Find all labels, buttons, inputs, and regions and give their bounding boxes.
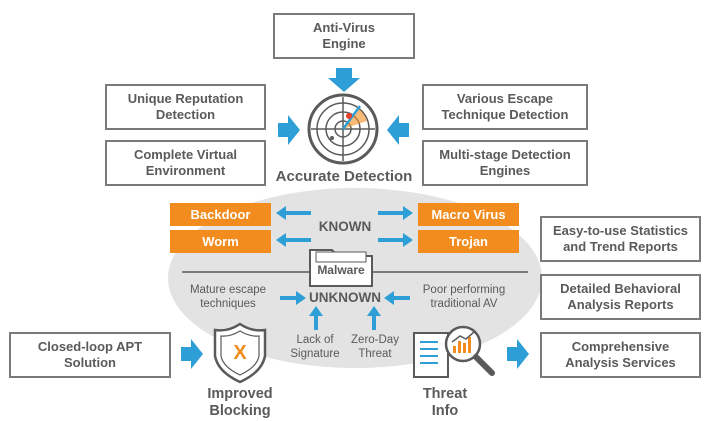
trojan-label: Trojan xyxy=(448,234,488,249)
comprehensive-box: Comprehensive Analysis Services xyxy=(540,332,701,378)
zero-day-label: Zero-Day Threat xyxy=(351,334,399,360)
arrow-to-trojan xyxy=(378,233,413,247)
closed-loop-box: Closed-loop APT Solution xyxy=(9,332,171,378)
arrow-from-lack-signature xyxy=(309,306,323,330)
arrows-top xyxy=(278,68,409,145)
anti-virus-engine-box: Anti-Virus Engine xyxy=(273,13,415,59)
threat-info-label: Threat Info xyxy=(422,386,468,419)
shield-x-mark: X xyxy=(233,342,247,364)
arrow-closed-loop xyxy=(181,339,203,369)
worm-label: Worm xyxy=(202,234,239,249)
accurate-detection-label: Accurate Detection xyxy=(275,168,413,185)
complete-virtual-label: Complete Virtual Environment xyxy=(133,147,238,178)
backdoor-box: Backdoor xyxy=(170,203,271,226)
malware-folder-label: Malware xyxy=(317,263,365,277)
behavioral-label: Detailed Behavioral Analysis Reports xyxy=(560,281,681,312)
unique-reputation-box: Unique Reputation Detection xyxy=(105,84,266,130)
arrow-from-mature-escape xyxy=(280,291,306,305)
arrow-from-poor-av xyxy=(384,291,410,305)
backdoor-label: Backdoor xyxy=(190,207,251,222)
arrows-malware xyxy=(276,206,413,330)
closed-loop-label: Closed-loop APT Solution xyxy=(37,339,143,370)
mature-escape-label: Mature escape techniques xyxy=(189,284,267,310)
multi-stage-label: Multi-stage Detection Engines xyxy=(439,147,571,178)
various-escape-box: Various Escape Technique Detection xyxy=(422,84,588,130)
arrow-to-worm xyxy=(276,233,311,247)
complete-virtual-box: Complete Virtual Environment xyxy=(105,140,266,186)
behavioral-box: Detailed Behavioral Analysis Reports xyxy=(540,274,701,320)
magnifier-report-icon xyxy=(413,325,495,378)
radar-icon xyxy=(307,93,379,165)
arrow-to-backdoor xyxy=(276,206,311,220)
improved-blocking-label: Improved Blocking xyxy=(207,386,273,419)
anti-virus-engine-label: Anti-Virus Engine xyxy=(313,20,375,51)
arrow-down-antivirus xyxy=(328,68,360,92)
statistics-label: Easy-to-use Statistics and Trend Reports xyxy=(552,223,689,254)
folder-icon xyxy=(309,249,373,287)
trojan-box: Trojan xyxy=(418,230,519,253)
arrow-right-reputation xyxy=(278,115,300,145)
unique-reputation-label: Unique Reputation Detection xyxy=(127,91,244,122)
arrows-bottom xyxy=(181,339,529,369)
arrow-from-zero-day xyxy=(367,306,381,330)
multi-stage-box: Multi-stage Detection Engines xyxy=(422,140,588,186)
arrow-comprehensive xyxy=(507,339,529,369)
various-escape-label: Various Escape Technique Detection xyxy=(441,91,569,122)
unknown-label: UNKNOWN xyxy=(309,290,381,305)
worm-box: Worm xyxy=(170,230,271,253)
arrow-to-macro-virus xyxy=(378,206,413,220)
arrow-left-escape xyxy=(387,115,409,145)
poor-performing-label: Poor performing traditional AV xyxy=(422,284,506,310)
macro-virus-box: Macro Virus xyxy=(418,203,519,226)
comprehensive-label: Comprehensive Analysis Services xyxy=(565,339,676,370)
statistics-box: Easy-to-use Statistics and Trend Reports xyxy=(540,216,701,262)
shield-icon xyxy=(213,322,267,384)
lack-of-signature-label: Lack of Signature xyxy=(290,334,340,360)
known-label: KNOWN xyxy=(318,219,372,234)
macro-virus-label: Macro Virus xyxy=(431,207,506,222)
